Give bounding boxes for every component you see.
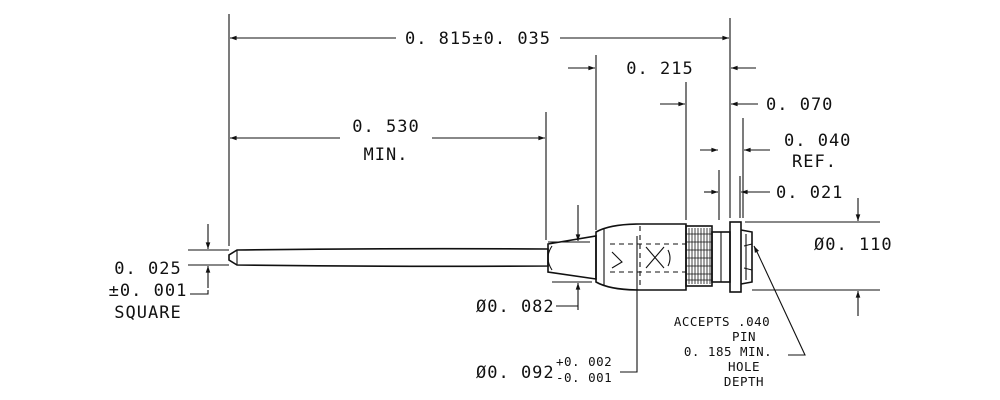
flange-thickness-label: 0. 021 — [776, 183, 843, 203]
pin-length-note: MIN. — [364, 145, 409, 165]
pin-size-note: SQUARE — [114, 303, 181, 323]
note-line-1: ACCEPTS .040 — [674, 314, 770, 329]
head-diameter-label: Ø0. 110 — [814, 235, 893, 255]
head-lip — [740, 229, 753, 285]
ref-note-label: REF. — [792, 152, 837, 172]
body-diameter-value: Ø0. 092 — [476, 363, 555, 383]
ref-value-label: 0. 040 — [784, 131, 851, 151]
dimension-lines — [190, 35, 861, 373]
part-outline — [228, 221, 753, 293]
dimension-labels: 0. 815±0. 035 0. 530 MIN. 0. 215 0. 070 … — [109, 29, 893, 385]
main-body — [595, 223, 687, 291]
body-length-label: 0. 215 — [626, 59, 693, 79]
flange — [729, 221, 742, 293]
overall-length-label: 0. 815±0. 035 — [405, 29, 551, 49]
knurled-head — [685, 225, 713, 287]
pin-size-tolerance: ±0. 001 — [109, 281, 188, 301]
extension-lines — [188, 14, 880, 291]
pin-length-value: 0. 530 — [352, 117, 419, 137]
body-diameter-tol-plus: +0. 002 — [556, 354, 612, 369]
note-line-3: 0. 185 MIN. — [684, 344, 772, 359]
note-line-4: HOLE — [728, 359, 760, 374]
pin-size-value: 0. 025 — [114, 259, 181, 279]
square-pin — [228, 247, 549, 268]
note-line-5: DEPTH — [724, 374, 764, 389]
head-length-label: 0. 070 — [766, 95, 833, 115]
note-block: ACCEPTS .040 PIN 0. 185 MIN. HOLE DEPTH — [674, 314, 772, 389]
note-line-2: PIN — [732, 329, 756, 344]
body-diameter-tol-minus: -0. 001 — [556, 370, 612, 385]
tail-diameter-label: Ø0. 082 — [476, 297, 555, 317]
